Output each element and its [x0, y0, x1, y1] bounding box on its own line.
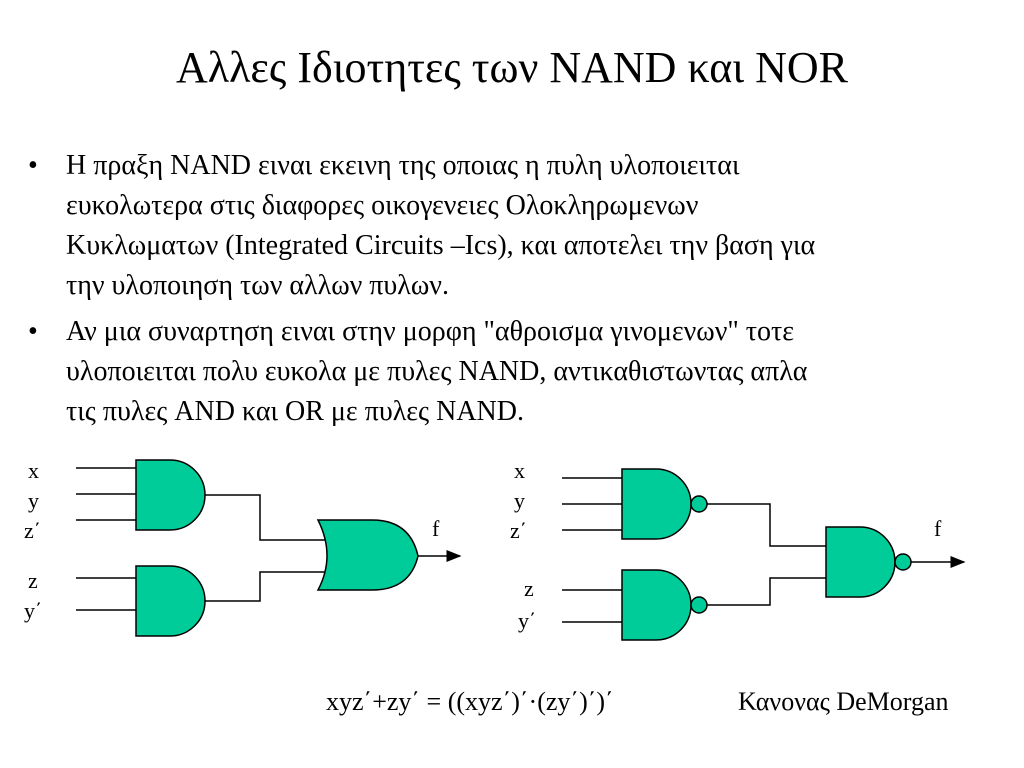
right-input-y-label: y	[514, 488, 525, 513]
right-nand-gate-output	[825, 526, 896, 598]
left-input-y-label: y	[28, 488, 39, 513]
right-nand-bottom-bubble	[690, 596, 708, 614]
left-input-x-label: x	[28, 458, 39, 483]
right-input-x-label: x	[514, 458, 525, 483]
right-nand-gate-bottom	[621, 569, 692, 641]
left-input-z-label: z	[28, 568, 38, 593]
bullet-line: Κυκλωματων (Integrated Circuits –Ics), κ…	[66, 230, 816, 261]
left-internal-wires	[205, 494, 334, 602]
bullet-item-sum-of-products: • Αν μια συναρτηση ειναι στην μορφη "αθρ…	[28, 312, 1018, 432]
bullet-line: ευκολωτερα στις διαφορες οικογενειες Ολο…	[66, 190, 699, 221]
bullet-list: • Η πραξη NAND ειναι εκεινη της οποιας η…	[28, 146, 1018, 438]
bullet-marker: •	[28, 150, 38, 181]
right-nand-top-bubble	[690, 495, 708, 513]
right-input-z-prime-label: z΄	[510, 518, 527, 543]
left-and-gate-top	[135, 459, 206, 531]
left-or-gate	[316, 519, 419, 591]
right-nand-gate-top	[621, 468, 692, 540]
right-input-y-prime-label: y΄	[518, 608, 536, 633]
left-circuit-and-or: x y z΄ z y΄ f	[24, 458, 462, 637]
left-input-y-prime-label: y΄	[24, 598, 42, 623]
right-input-wires	[562, 477, 622, 623]
right-input-z-label: z	[524, 576, 534, 601]
left-and-gate-bottom	[135, 565, 206, 637]
right-output-f-label: f	[934, 516, 942, 541]
bullet-item-nand-basis: • Η πραξη NAND ειναι εκεινη της οποιας η…	[28, 146, 1018, 306]
bullet-line: την υλοποιηση των αλλων πυλων.	[66, 270, 449, 301]
demorgan-formula: xyz΄+zy΄ = ((xyz΄)΄·(zy΄)΄)΄	[326, 687, 614, 716]
slide-title: Αλλες Ιδιοτητες των NAND και NOR	[175, 43, 849, 92]
left-input-z-prime-label: z΄	[24, 518, 41, 543]
demorgan-rule-label: Κανονας DeMorgan	[738, 687, 949, 716]
right-nand-output-bubble	[894, 553, 912, 571]
left-input-wires	[76, 467, 136, 611]
left-output-f-label: f	[432, 516, 440, 541]
right-internal-wires	[707, 503, 826, 606]
bullet-line: τις πυλες AND και OR με πυλες NAND.	[66, 396, 524, 427]
bullet-line: υλοποιειται πολυ ευκολα με πυλες NAND, α…	[66, 356, 808, 387]
bullet-line: Η πραξη NAND ειναι εκεινη της οποιας η π…	[66, 150, 740, 181]
bullet-marker: •	[28, 316, 38, 347]
right-circuit-nand-nand: x y z΄ z y΄ f	[510, 458, 966, 641]
bullet-line: Αν μια συναρτηση ειναι στην μορφη "αθροι…	[66, 316, 795, 347]
